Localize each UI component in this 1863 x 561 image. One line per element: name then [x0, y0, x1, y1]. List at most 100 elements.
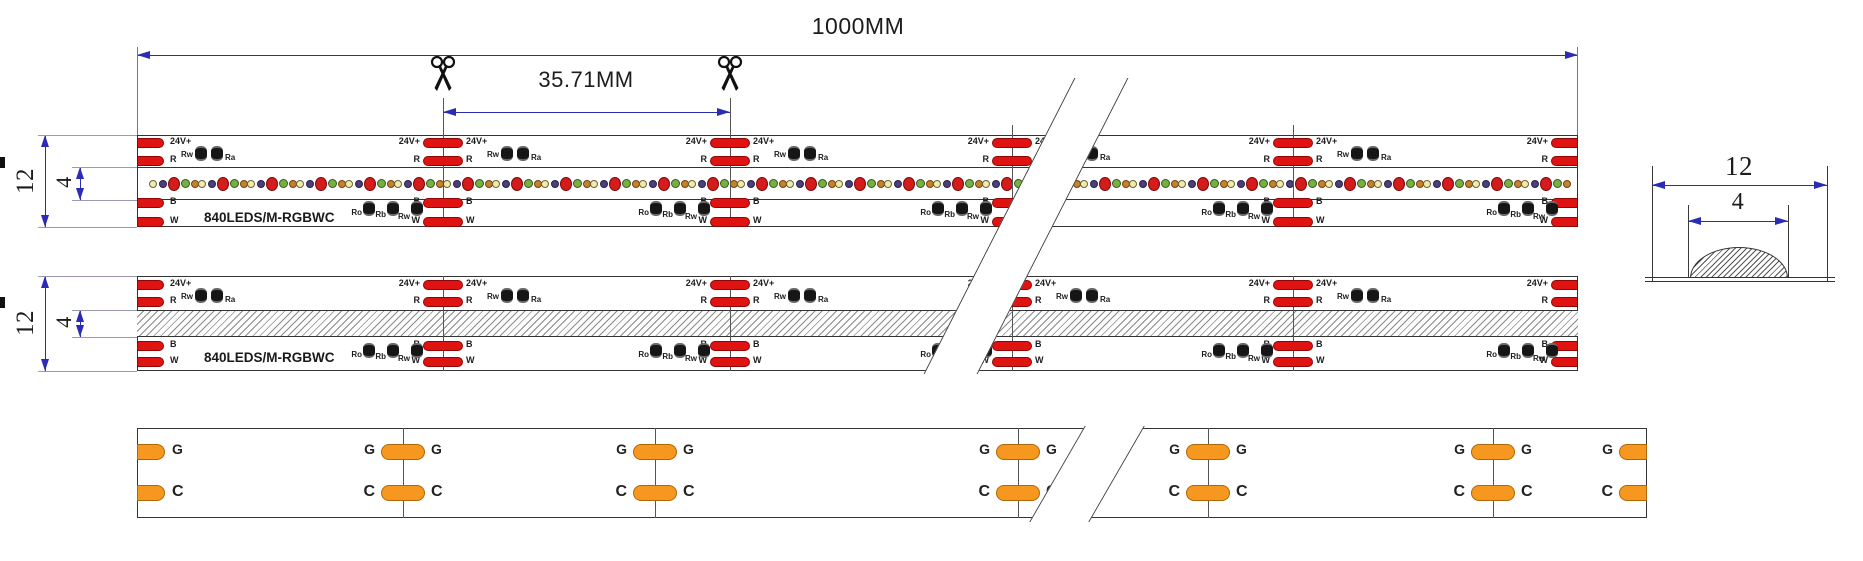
led-dot	[590, 179, 598, 188]
connector-label-g: G	[1169, 441, 1180, 457]
extension-line	[137, 47, 138, 135]
solder-pad-plus24	[137, 138, 164, 148]
led-dot	[1455, 179, 1464, 188]
extension-line	[1788, 205, 1789, 277]
pad-label-red: R	[170, 154, 177, 164]
dimension-arrow	[41, 276, 49, 288]
led-dot	[786, 179, 794, 188]
cross-section-dome	[1690, 247, 1788, 278]
resistor-label: Rw	[967, 212, 979, 221]
led-dot	[965, 179, 974, 188]
led-dot	[1237, 179, 1245, 188]
led-dot	[257, 179, 265, 188]
pad-label-red: R	[700, 295, 708, 305]
pad-label-red: R	[1541, 295, 1549, 305]
connector-label-g: G	[979, 441, 990, 457]
resistor	[650, 201, 662, 216]
solder-pad-blue	[137, 341, 164, 351]
strip1-width-dimension-label: 12	[12, 168, 39, 194]
pad-label-plus24: 24V+	[753, 136, 775, 146]
led-dot	[551, 179, 559, 188]
solder-pad-white	[137, 217, 164, 227]
led-dot	[1357, 179, 1366, 188]
pad-label-red: R	[413, 154, 421, 164]
dimension-arrow	[76, 325, 84, 337]
led-dot	[426, 179, 435, 188]
resistor	[1261, 343, 1273, 358]
resistor-label: Rw	[487, 292, 499, 301]
solder-pad-plus24	[1551, 138, 1578, 148]
pad-label-red: R	[413, 295, 421, 305]
led-dot	[1325, 179, 1333, 188]
resistor-label: Ro	[920, 208, 931, 217]
connector-label-c: C	[1521, 483, 1533, 500]
extension-line	[38, 134, 137, 136]
strip-marking: 840LEDS/M-RGBWC	[204, 350, 335, 365]
led-dot	[688, 179, 696, 188]
resistor-label: Ra	[1381, 153, 1392, 162]
cross-section-width-dimension-label: 12	[1725, 151, 1753, 181]
pad-label-white: W	[698, 215, 708, 225]
led-dot	[1406, 179, 1415, 188]
resistor	[1367, 288, 1379, 303]
led-dot	[756, 176, 768, 191]
dimension-arrow	[76, 188, 84, 200]
bottom-strip-frame	[137, 428, 1647, 518]
resistor-label: Rw	[1533, 212, 1545, 221]
pad-label-white: W	[466, 355, 475, 365]
resistor	[1237, 201, 1249, 216]
led-dot	[1442, 176, 1454, 191]
extension-line	[72, 166, 137, 168]
led-dot	[1259, 179, 1268, 188]
cross-section-baseplate	[1645, 277, 1835, 282]
connector-label-g: G	[1521, 441, 1532, 457]
connector-label-c: C	[1168, 483, 1180, 500]
pad-label-red: R	[1541, 154, 1549, 164]
led-dot	[1080, 179, 1088, 188]
pad-label-plus24: 24V+	[398, 278, 420, 288]
solder-pad-blue	[1273, 198, 1313, 208]
connector-label-g: G	[1602, 441, 1613, 457]
pad-label-white: W	[698, 355, 708, 365]
led-dot	[916, 179, 925, 188]
resistor-label: Ra	[818, 295, 829, 304]
led-dot	[355, 179, 363, 188]
led-dot	[1246, 176, 1258, 191]
dimension-arrow	[1775, 217, 1788, 226]
led-dot	[279, 179, 288, 188]
led-dot	[1374, 179, 1382, 188]
led-dot	[524, 179, 533, 188]
pad-label-red: R	[1263, 154, 1271, 164]
pad-label-red: R	[700, 154, 708, 164]
led-dot	[492, 179, 500, 188]
resistor	[387, 201, 399, 216]
resistor-label: Ro	[920, 350, 931, 359]
led-dot	[462, 176, 474, 191]
led-dot	[658, 176, 670, 191]
led-dot	[573, 179, 582, 188]
resistor-label: Ra	[818, 153, 829, 162]
solder-pad-plus24	[710, 280, 750, 290]
resistor-label: Rw	[1248, 212, 1260, 221]
led-dot	[884, 179, 892, 188]
led-dot	[1433, 179, 1441, 188]
cut-line	[1293, 276, 1294, 371]
led-dot	[247, 179, 255, 188]
connector-pad-c	[1471, 485, 1515, 501]
led-dot	[845, 179, 853, 188]
pad-label-plus24: 24V+	[1526, 278, 1548, 288]
resistor	[1522, 201, 1534, 216]
dimension-arrow	[1814, 181, 1827, 190]
connector-pad-g	[996, 444, 1040, 460]
led-dot	[639, 179, 647, 188]
resistor-label: Rw	[1056, 292, 1068, 301]
resistor-label: Rw	[487, 150, 499, 159]
connector-label-g: G	[364, 441, 375, 457]
pad-label-blue: B	[1541, 339, 1549, 349]
overall-length-dimension-label: 1000MM	[811, 13, 905, 39]
connector-pad-c	[1619, 485, 1647, 501]
pad-label-plus24: 24V+	[1316, 136, 1338, 146]
led-dot	[1129, 179, 1137, 188]
resistor	[501, 146, 513, 161]
